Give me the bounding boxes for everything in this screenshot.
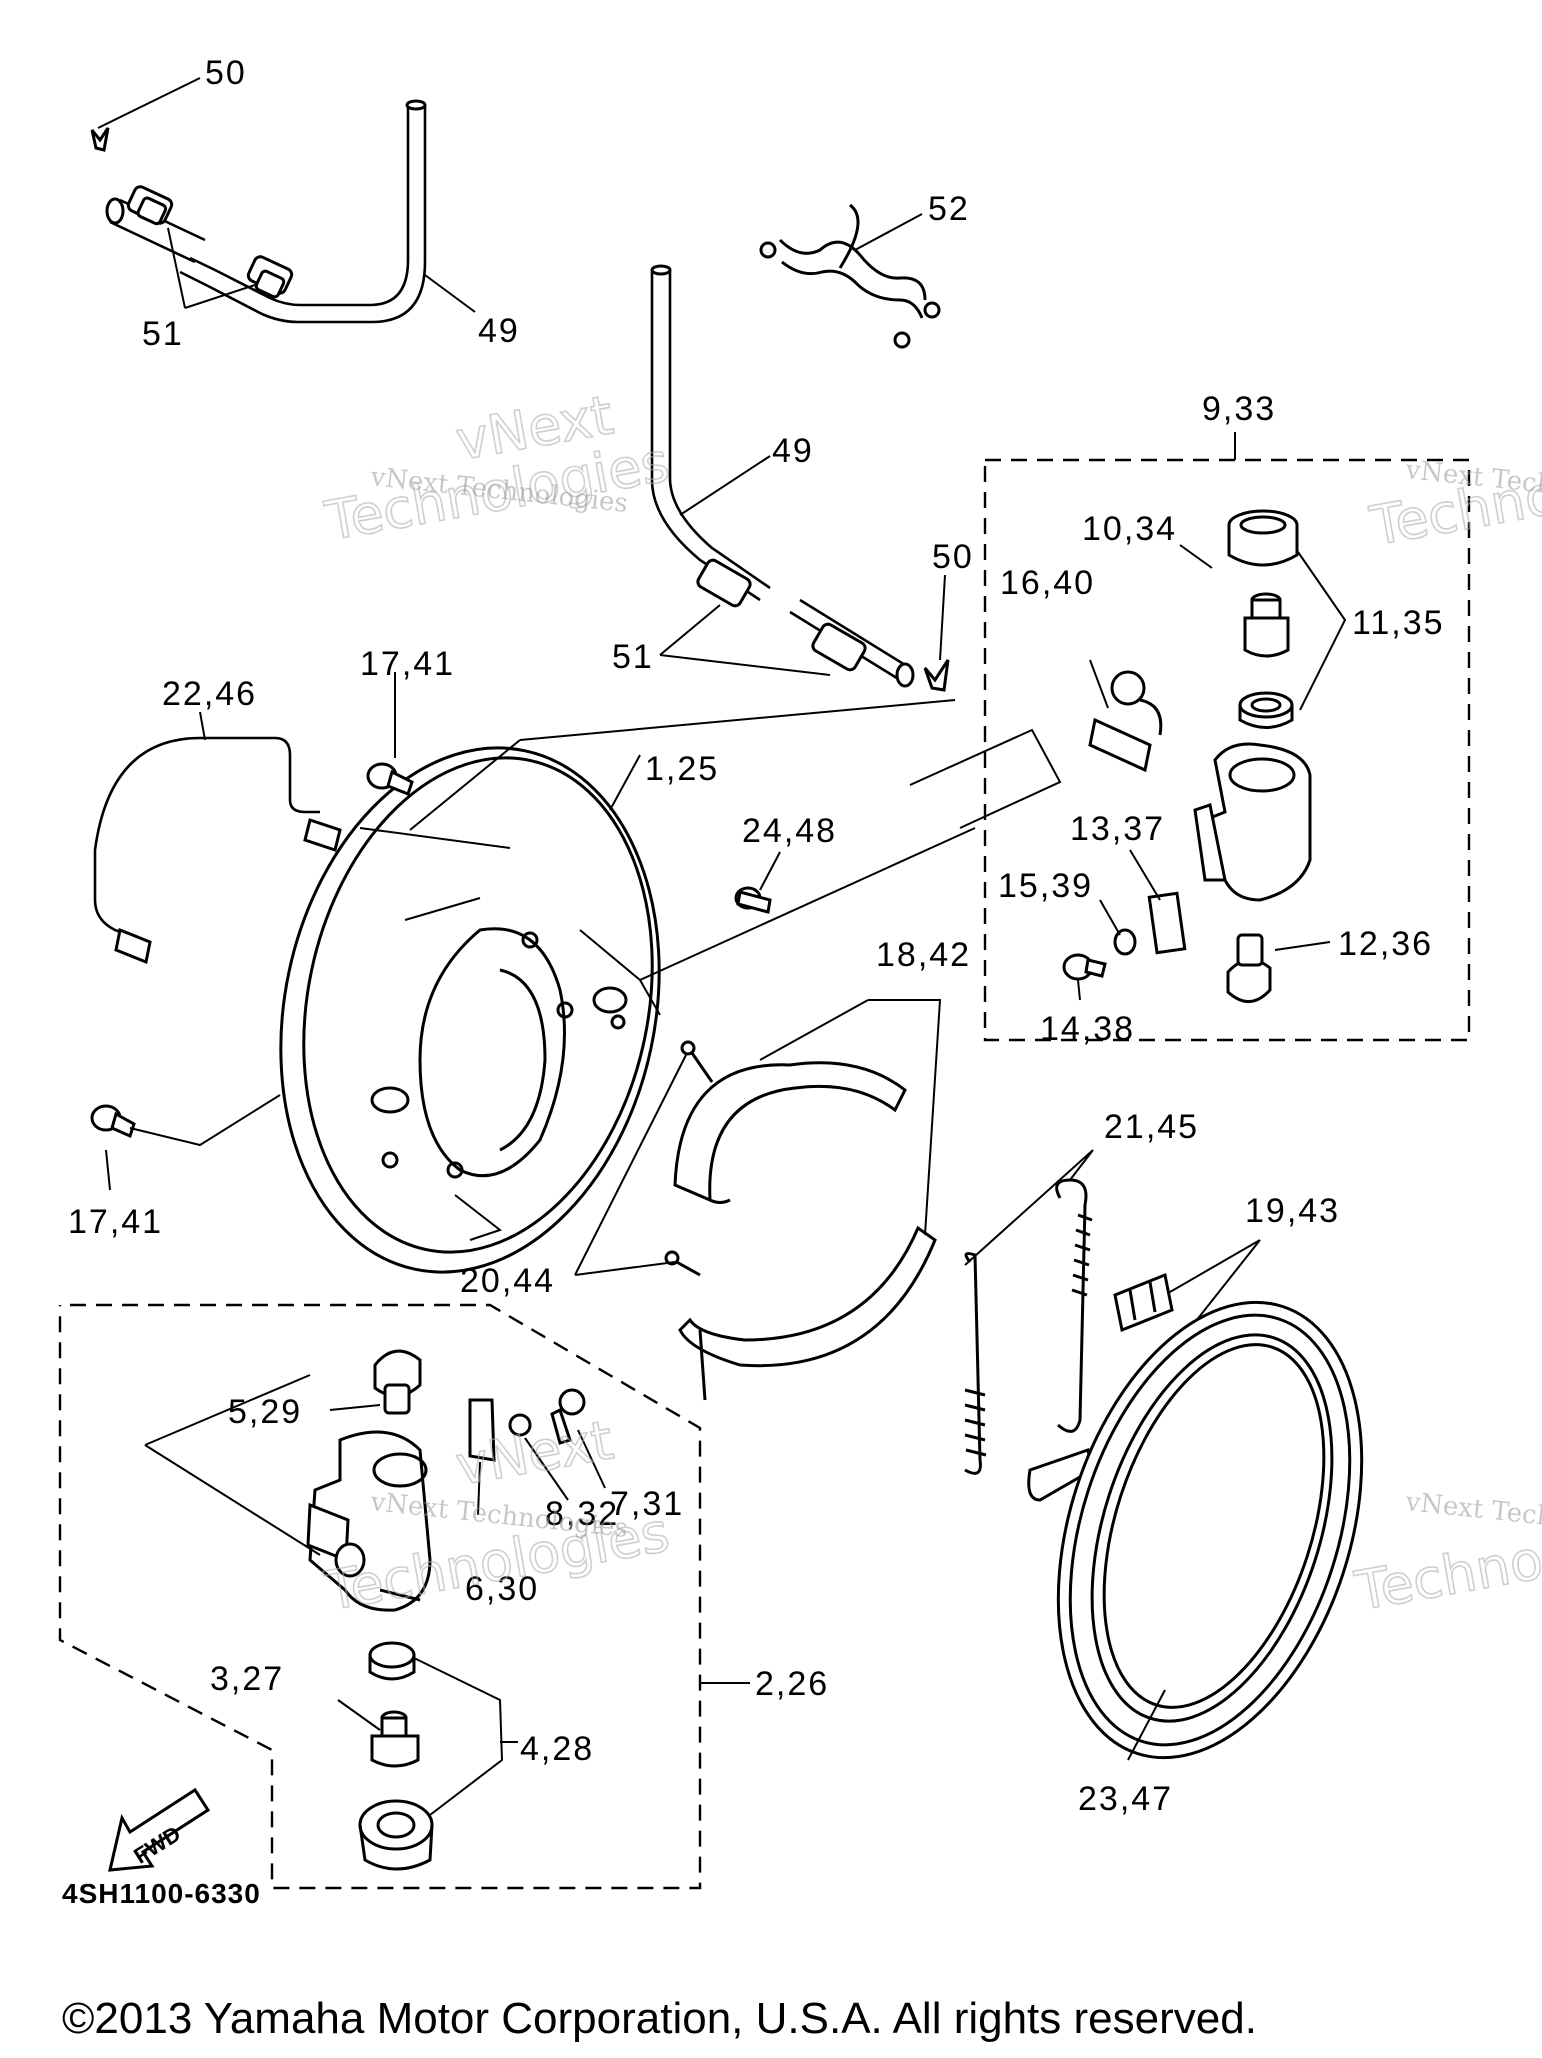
- label-11-35: 11,35: [1352, 604, 1445, 642]
- label-13-37: 13,37: [1070, 810, 1165, 848]
- label-51-center: 51: [612, 638, 654, 676]
- drawing-code: 4SH1100-6330: [62, 1878, 261, 1909]
- label-51-top: 51: [142, 315, 184, 353]
- label-9-33: 9,33: [1202, 390, 1276, 428]
- label-10-34: 10,34: [1082, 510, 1177, 548]
- label-50-top: 50: [205, 54, 247, 92]
- wheel-cylinder-right: [1062, 509, 1312, 1003]
- label-1-25: 1,25: [645, 750, 719, 788]
- label-15-39: 15,39: [998, 867, 1093, 905]
- label-3-27: 3,27: [210, 1660, 284, 1698]
- bolts: [90, 762, 772, 1139]
- label-14-38: 14,38: [1040, 1010, 1135, 1048]
- wheel-cylinder-kit-box-left: [58, 1303, 702, 1890]
- leaders-plate: [129, 672, 1062, 1241]
- brake-shoes: [574, 999, 942, 1401]
- part-labels: 50 51 49 52 49 50 51 9,33 10,34 11,35 16…: [68, 54, 1445, 1818]
- label-23-47: 23,47: [1078, 1780, 1173, 1818]
- label-49-center: 49: [772, 432, 814, 470]
- label-7-31: 7,31: [610, 1485, 684, 1523]
- label-19-43: 19,43: [1245, 1192, 1340, 1230]
- label-17-41-top: 17,41: [360, 645, 455, 683]
- return-springs: [964, 1149, 1094, 1475]
- brake-hose-center: [650, 264, 950, 692]
- label-49-top: 49: [478, 312, 520, 350]
- label-50-center: 50: [932, 538, 974, 576]
- drum-seal: [1056, 1300, 1364, 1761]
- brake-hose-upper-left: [90, 99, 427, 324]
- label-6-30: 6,30: [465, 1570, 539, 1608]
- fwd-arrow-icon: FWD: [108, 1787, 211, 1872]
- brake-hose-22-46: [93, 736, 342, 965]
- wheel-cylinder-left: [306, 1349, 586, 1871]
- label-12-36: 12,36: [1338, 925, 1433, 963]
- label-16-40: 16,40: [1000, 564, 1095, 602]
- backing-plate: [279, 746, 661, 1274]
- label-20-44: 20,44: [460, 1262, 555, 1300]
- leaders-left-box: [144, 1374, 606, 1816]
- watermark-big-2b: Technologies: [1365, 436, 1542, 558]
- gasket-52: [759, 203, 941, 349]
- wheel-cylinder-kit-box-right: [983, 458, 1471, 1042]
- label-5-29: 5,29: [228, 1393, 302, 1431]
- copyright: ©2013 Yamaha Motor Corporation, U.S.A. A…: [62, 1994, 1257, 2043]
- label-4-28: 4,28: [520, 1730, 594, 1768]
- label-52: 52: [928, 190, 970, 228]
- label-8-32: 8,32: [545, 1495, 619, 1533]
- leaders-right-box: [1077, 544, 1347, 1001]
- label-24-48: 24,48: [742, 812, 837, 850]
- label-22-46: 22,46: [162, 675, 257, 713]
- label-2-26: 2,26: [755, 1665, 829, 1703]
- label-21-45: 21,45: [1104, 1108, 1199, 1146]
- label-18-42: 18,42: [876, 936, 971, 974]
- label-17-41-bottom: 17,41: [68, 1203, 163, 1241]
